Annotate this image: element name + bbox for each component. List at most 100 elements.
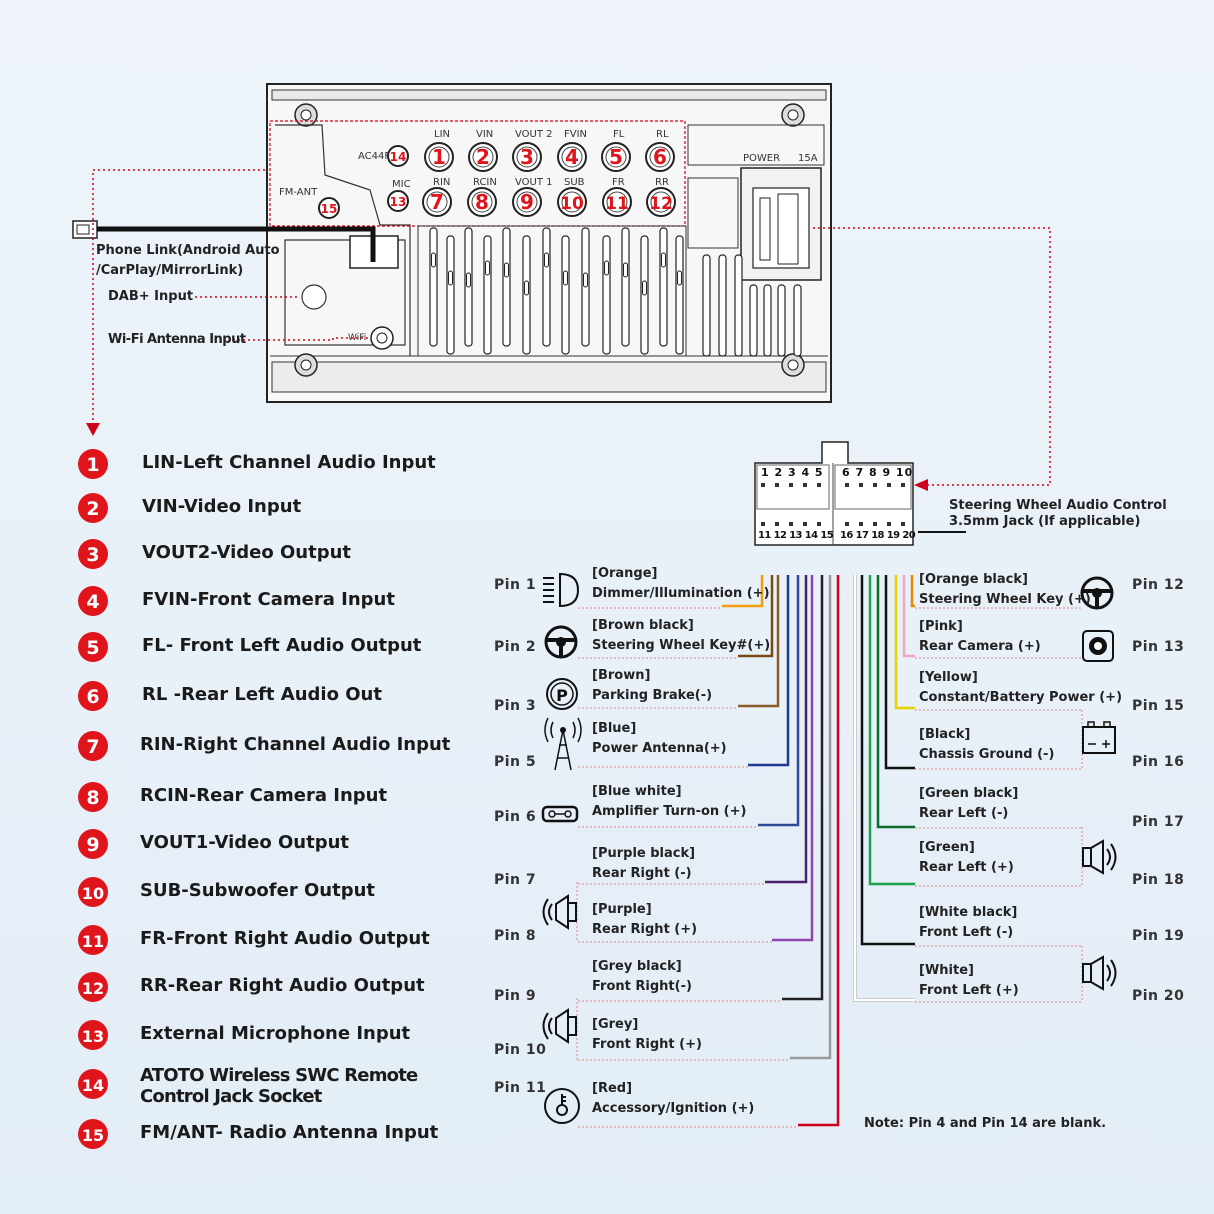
pin-label-15: Pin 15 bbox=[1132, 698, 1185, 714]
pin-dot bbox=[803, 483, 807, 487]
rca-label-lin: LIN bbox=[434, 129, 451, 140]
power-label: POWER bbox=[743, 153, 781, 164]
svg-text:P: P bbox=[556, 686, 568, 705]
speaker-icon bbox=[542, 894, 577, 930]
wire-color-name: [Yellow] bbox=[919, 670, 978, 685]
wire-color-name: [White] bbox=[919, 963, 974, 978]
svg-text:11: 11 bbox=[82, 932, 104, 951]
pin-function: Rear Right (-) bbox=[592, 866, 692, 881]
rca-label-rr: RR bbox=[655, 177, 669, 188]
rca-jack-13: 13 bbox=[387, 190, 409, 212]
jack-label-fm-ant: FM-ANT bbox=[279, 187, 318, 198]
rca-label-rin: RIN bbox=[433, 177, 451, 188]
pin-function: Rear Right (+) bbox=[592, 922, 698, 937]
wire-pin-2 bbox=[738, 575, 774, 658]
pin-dot bbox=[901, 522, 905, 526]
swc-callout-line1: Steering Wheel Audio Control bbox=[949, 498, 1167, 513]
jack-number: 10 bbox=[560, 194, 584, 214]
wifi-antenna-callout: Wi-Fi Antenna Input bbox=[108, 332, 246, 347]
wire-pin-19 bbox=[860, 575, 915, 946]
jack-number: 8 bbox=[475, 190, 489, 214]
speaker-icon bbox=[1082, 955, 1117, 991]
wire-color-name: [Green] bbox=[919, 840, 975, 855]
pin-label-2: Pin 2 bbox=[494, 639, 537, 655]
camera-icon bbox=[1082, 630, 1114, 662]
pin-label-11: Pin 11 bbox=[494, 1080, 547, 1096]
legend-label-8: RCIN-Rear Camera Input bbox=[140, 785, 388, 806]
connector-pins bbox=[761, 483, 905, 526]
svg-text:15: 15 bbox=[82, 1126, 104, 1145]
jack-number: 5 bbox=[609, 145, 623, 169]
jack-number: 2 bbox=[476, 145, 490, 169]
svg-text:5: 5 bbox=[86, 637, 99, 659]
legend-label-1: LIN-Left Channel Audio Input bbox=[142, 452, 436, 473]
head-unit-rear-panel bbox=[266, 83, 832, 403]
legend-badge-7: 7 bbox=[78, 731, 108, 761]
rca-label-vout2: VOUT 2 bbox=[515, 129, 553, 140]
pin-dot bbox=[761, 483, 765, 487]
screw-icon bbox=[781, 103, 805, 127]
rca-jack-8: 8 bbox=[467, 187, 497, 217]
svg-text:12: 12 bbox=[82, 979, 104, 998]
pin-label-6: Pin 6 bbox=[494, 809, 537, 825]
pin-function: Parking Brake(-) bbox=[592, 688, 713, 703]
legend-badge-9: 9 bbox=[78, 829, 108, 859]
legend-badge-4: 4 bbox=[78, 586, 108, 616]
wifi-port-icon bbox=[370, 326, 394, 350]
speaker-icon bbox=[1082, 839, 1117, 875]
wire-color-name: [Red] bbox=[592, 1081, 633, 1096]
legend-label-15: FM/ANT- Radio Antenna Input bbox=[140, 1122, 439, 1143]
speaker-icon bbox=[542, 1008, 577, 1044]
rca-jack-5: 5 bbox=[601, 142, 631, 172]
wire-color-name: [Purple] bbox=[592, 902, 652, 917]
svg-text:8: 8 bbox=[86, 787, 99, 809]
pin-function: Steering Wheel Key#(+) bbox=[592, 638, 771, 653]
rca-jack-12: 12 bbox=[646, 187, 676, 217]
legend-label-7: RIN-Right Channel Audio Input bbox=[140, 734, 451, 755]
wire-color-name: [White black] bbox=[919, 905, 1018, 920]
wire-pin-20 bbox=[853, 575, 915, 1002]
jack-number: 1 bbox=[432, 145, 446, 169]
wire-pin-13 bbox=[902, 575, 915, 658]
svg-text:4: 4 bbox=[86, 591, 99, 613]
jack-label-mic: MIC bbox=[392, 179, 411, 190]
svg-text:2: 2 bbox=[86, 498, 99, 520]
legend-label-10: SUB-Subwoofer Output bbox=[140, 880, 376, 901]
legend-label-13: External Microphone Input bbox=[140, 1023, 411, 1044]
rca-label-vout1: VOUT 1 bbox=[515, 177, 553, 188]
connector-label-11-15: 11 12 13 14 15 bbox=[758, 530, 834, 541]
svg-text:13: 13 bbox=[82, 1027, 104, 1046]
wire-pin-18 bbox=[868, 575, 915, 886]
steering-wheel-icon bbox=[1080, 576, 1114, 610]
connector-label-16-20: 16 17 18 19 20 bbox=[840, 530, 916, 541]
rca-jack-6: 6 bbox=[645, 142, 675, 172]
pin-function: Chassis Ground (-) bbox=[919, 747, 1055, 762]
twenty-pin-connector bbox=[754, 441, 966, 546]
legend-badge-15: 15 bbox=[78, 1119, 108, 1149]
wire-color-name: [Pink] bbox=[919, 619, 963, 634]
jack-number: 13 bbox=[390, 195, 407, 209]
parking-brake-icon: P bbox=[546, 678, 578, 710]
wire-color-name: [Blue] bbox=[592, 721, 637, 736]
wire-pin-8 bbox=[772, 575, 814, 942]
pin-label-9: Pin 9 bbox=[494, 988, 537, 1004]
pin-function: Front Right (+) bbox=[592, 1037, 702, 1052]
legend-badge-14: 14 bbox=[78, 1069, 108, 1099]
rca-jack-14: 14 bbox=[387, 145, 409, 167]
rca-label-rcin: RCIN bbox=[473, 177, 497, 188]
jack-number: 6 bbox=[653, 145, 667, 169]
pin-label-5: Pin 5 bbox=[494, 754, 537, 770]
phone-link-callout-line1: Phone Link(Android Auto bbox=[96, 243, 280, 258]
pin-label-3: Pin 3 bbox=[494, 698, 537, 714]
rca-jack-1: 1 bbox=[424, 142, 454, 172]
pin-function: Front Left (+) bbox=[919, 983, 1019, 998]
legend-label-3: VOUT2-Video Output bbox=[142, 542, 352, 563]
pin-label-18: Pin 18 bbox=[1132, 872, 1185, 888]
legend-badge-8: 8 bbox=[78, 782, 108, 812]
legend-badge-6: 6 bbox=[78, 681, 108, 711]
pin-dot bbox=[845, 522, 849, 526]
legend-label-14: ATOTO Wireless SWC Remote bbox=[140, 1065, 418, 1086]
svg-text:7: 7 bbox=[86, 736, 99, 758]
